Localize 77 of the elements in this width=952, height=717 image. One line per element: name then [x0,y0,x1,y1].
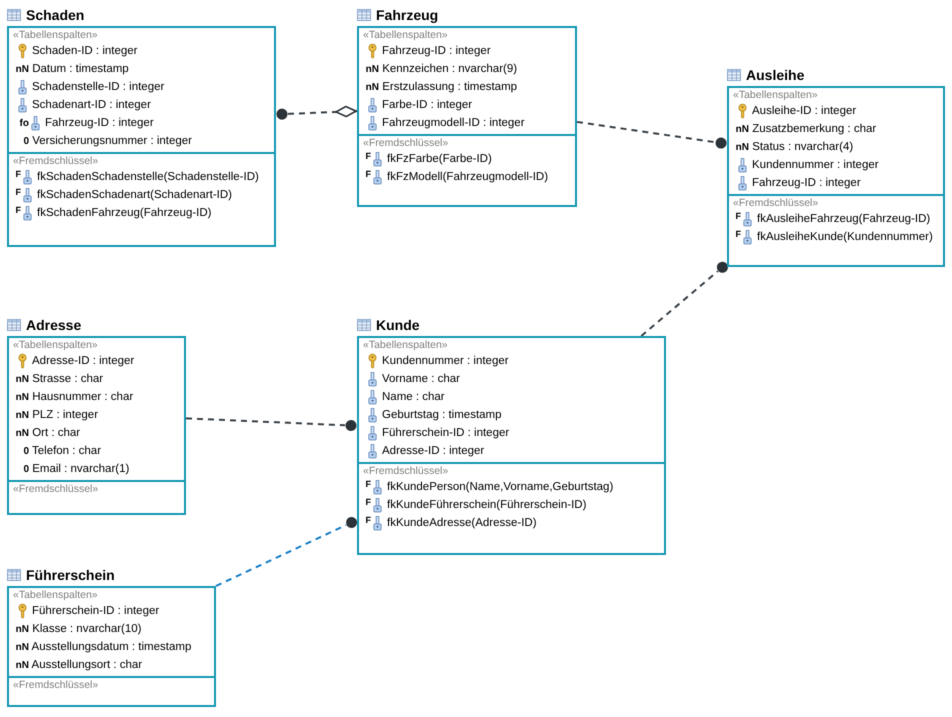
column-entry: Schadenstelle-ID : integer [32,81,164,93]
section-heading: «Fremdschlüssel» [363,137,448,150]
table-title: Adresse [26,317,82,333]
column-entry: Farbe-ID : integer [382,99,472,111]
column-marker: F [15,169,21,179]
column-marker: F [365,515,371,525]
section-heading: «Tabellenspalten» [733,89,818,102]
relationship-line [576,120,727,149]
foreign-key-entry: fkSchadenSchadenart(Schadenart-ID) [37,189,232,201]
table-title: Führerschein [26,567,115,583]
column-marker: F [365,169,371,179]
column-entry: Geburtstag : timestamp [382,409,502,421]
column-marker: F [365,497,371,507]
column-entry: nN Ausstellungsort : char [14,659,142,671]
section-heading: «Tabellenspalten» [363,29,448,42]
column-entry: Fahrzeug-ID : integer [382,45,491,57]
foreign-key-entry: fkKundeFührerschein(Führerschein-ID) [387,499,586,511]
column-entry: nN Erstzulassung : timestamp [364,81,518,93]
column-entry: Fahrzeug-ID : integer [752,177,861,189]
foreign-key-entry: fkFzFarbe(Farbe-ID) [387,153,492,165]
column-entry: nN Klasse : nvarchar(10) [14,623,142,635]
foreign-key-entry: fkSchadenFahrzeug(Fahrzeug-ID) [37,207,212,219]
column-marker: F [365,479,371,489]
relationship-line [186,417,356,432]
table-title: Ausleihe [746,67,804,83]
column-marker: F [735,211,741,221]
column-entry: 0 Email : nvarchar(1) [22,463,130,475]
column-entry: Kundennummer : integer [382,355,509,367]
column-entry: Fahrzeug-ID : integer [45,117,154,129]
section-heading: «Fremdschlüssel» [13,483,98,496]
column-entry: Fahrzeugmodell-ID : integer [382,117,525,129]
column-marker: F [365,151,371,161]
column-entry: 0 Versicherungsnummer : integer [22,135,192,147]
section-heading: «Tabellenspalten» [13,339,98,352]
column-entry: Führerschein-ID : integer [382,427,510,439]
relationship-line [276,106,358,120]
foreign-key-entry: fkFzModell(Fahrzeugmodell-ID) [387,171,548,183]
section-heading: «Fremdschlüssel» [363,465,448,478]
section-heading: «Tabellenspalten» [363,339,448,352]
foreign-key-entry: fkKundePerson(Name,Vorname,Geburtstag) [387,481,614,493]
section-heading: «Fremdschlüssel» [733,197,818,210]
foreign-key-entry: fkKundeAdresse(Adresse-ID) [387,517,537,529]
column-entry: Name : char [382,391,445,403]
table-title: Fahrzeug [376,7,438,23]
section-heading: «Tabellenspalten» [13,29,98,42]
column-entry: nN Strasse : char [14,373,104,385]
column-entry: 0 Telefon : char [22,445,102,457]
column-entry: Adresse-ID : integer [32,355,134,367]
foreign-key-entry: fkAusleiheKunde(Kundennummer) [757,231,933,243]
foreign-key-entry: fkAusleiheFahrzeug(Fahrzeug-ID) [757,213,930,225]
column-entry: Ausleihe-ID : integer [752,105,856,117]
foreign-key-entry: fkSchadenSchadenstelle(Schadenstelle-ID) [37,171,259,183]
column-entry: nN Zusatzbemerkung : char [734,123,876,135]
section-heading: «Fremdschlüssel» [13,155,98,168]
column-entry: Vorname : char [382,373,460,385]
column-marker: F [15,205,21,215]
column-entry: nN Hausnummer : char [14,391,134,403]
column-entry: nN Kennzeichen : nvarchar(9) [364,63,518,75]
column-marker: F [735,229,741,239]
column-entry: Kundennummer : integer [752,159,879,171]
column-entry: Adresse-ID : integer [382,445,484,457]
relationship-line [640,262,728,337]
column-entry: nN Status : nvarchar(4) [734,141,854,153]
section-heading: «Fremdschlüssel» [13,679,98,692]
column-entry: nN Datum : timestamp [14,63,129,75]
column-entry: Schaden-ID : integer [32,45,138,57]
section-heading: «Tabellenspalten» [13,589,98,602]
column-entry: Schadenart-ID : integer [32,99,151,111]
column-marker: F [15,187,21,197]
relationship-line [216,517,358,587]
table-title: Kunde [376,317,420,333]
column-entry: nN Ausstellungsdatum : timestamp [14,641,192,653]
column-entry: Führerschein-ID : integer [32,605,160,617]
table-title: Schaden [26,7,84,23]
column-marker: fo [18,118,29,128]
column-entry: nN Ort : char [14,427,80,439]
column-entry: nN PLZ : integer [14,409,98,421]
